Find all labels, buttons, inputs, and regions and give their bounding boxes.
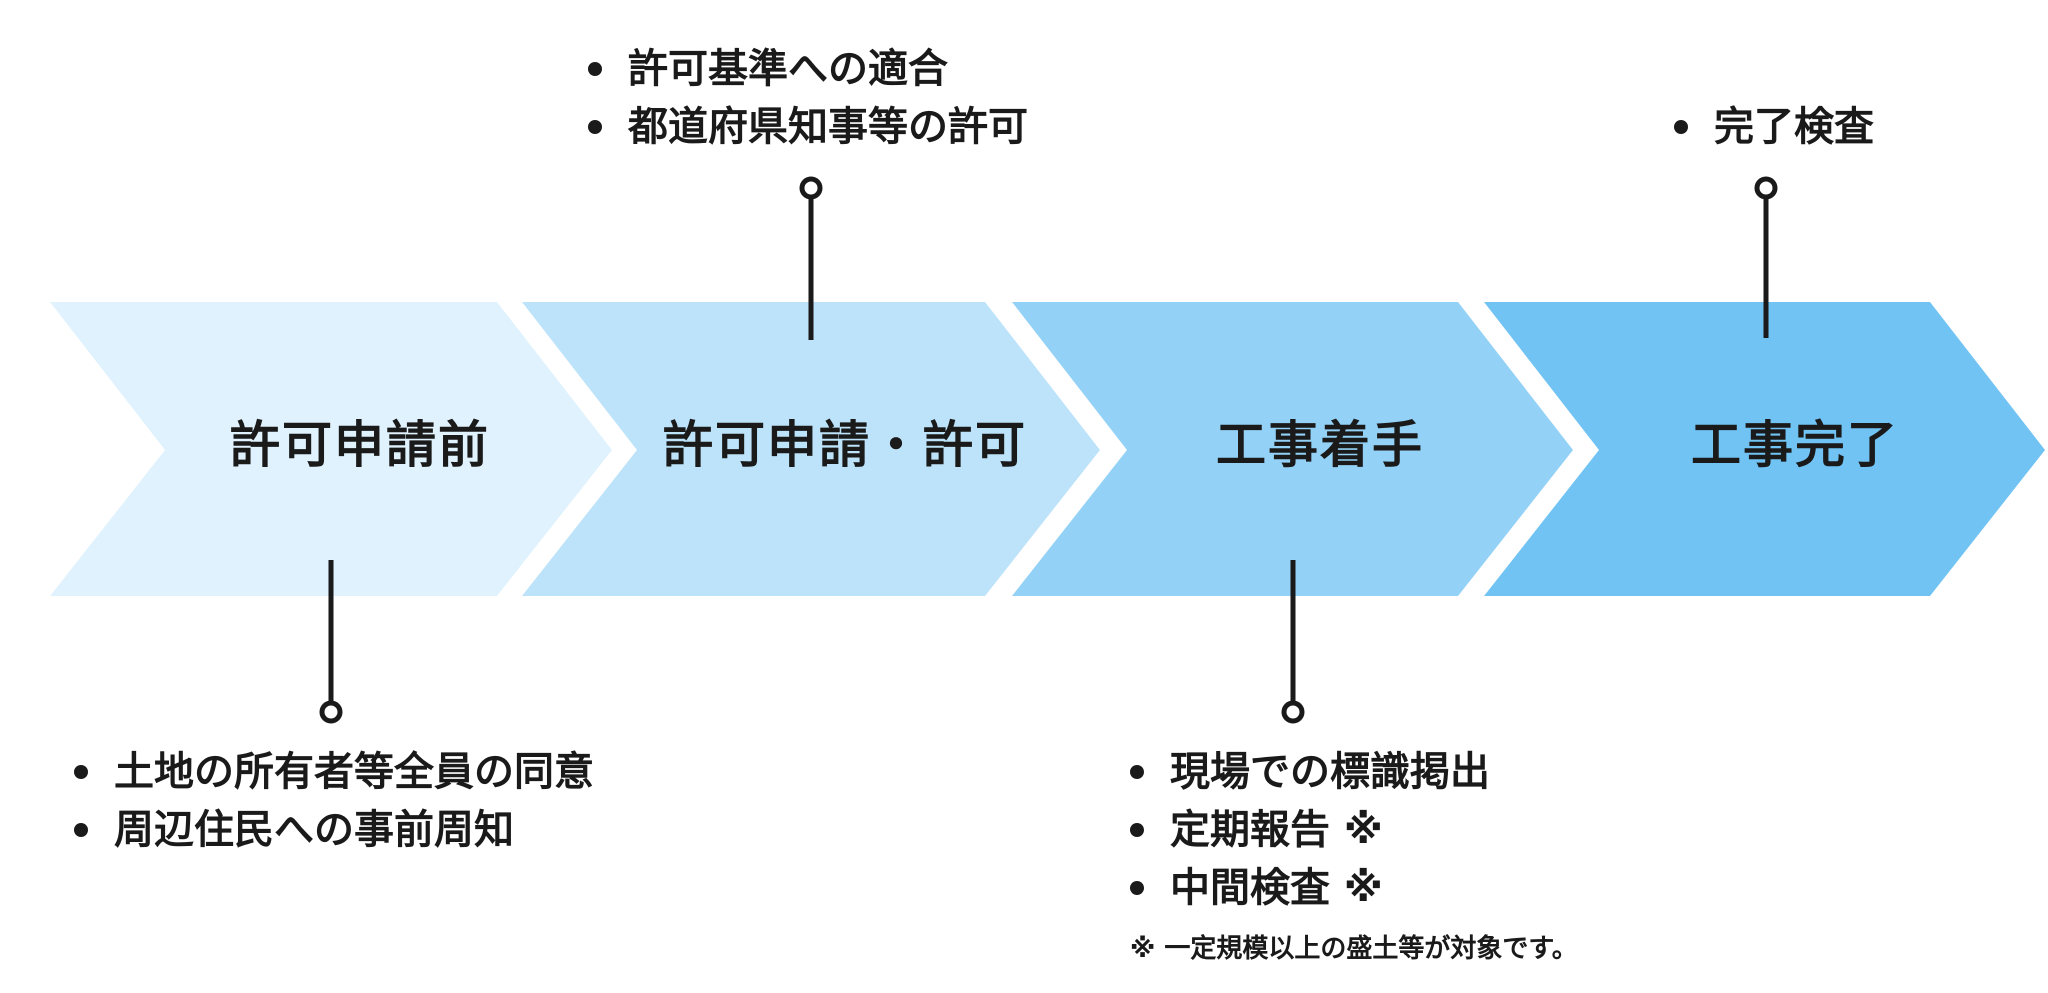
connector-application [799,176,823,340]
note-item: 中間検査 ※ [1128,859,1490,917]
note-item: 都道府県知事等の許可 [586,98,1028,156]
note-item: 定期報告 ※ [1128,801,1490,859]
connector-completion [1754,176,1778,338]
note-item: 許可基準への適合 [586,40,1028,98]
stage-arrow-application [522,302,1100,596]
notes-completion: 完了検査 [1672,98,1874,156]
stage-arrow-pre-application [50,302,612,596]
note-item: 現場での標識掲出 [1128,743,1490,801]
stage-arrow-construction-start [1012,302,1573,596]
stage-arrow-completion [1484,302,2045,596]
stage-label-application: 許可申請・許可 [663,416,1027,474]
notes-pre-application: 土地の所有者等全員の同意 周辺住民への事前周知 [72,743,594,859]
stage-label-construction-start: 工事着手 [1216,416,1424,474]
note-item: 完了検査 [1672,98,1874,156]
note-item: 周辺住民への事前周知 [72,801,594,859]
connector-pre-application [319,560,343,724]
connector-construction-start [1281,560,1305,724]
note-item: 土地の所有者等全員の同意 [72,743,594,801]
footnote: ※ 一定規模以上の盛土等が対象です。 [1130,934,1578,964]
notes-application: 許可基準への適合 都道府県知事等の許可 [586,40,1028,156]
stage-label-completion: 工事完了 [1691,416,1899,474]
notes-construction-start: 現場での標識掲出 定期報告 ※ 中間検査 ※ [1128,743,1490,917]
stage-label-pre-application: 許可申請前 [230,416,490,474]
